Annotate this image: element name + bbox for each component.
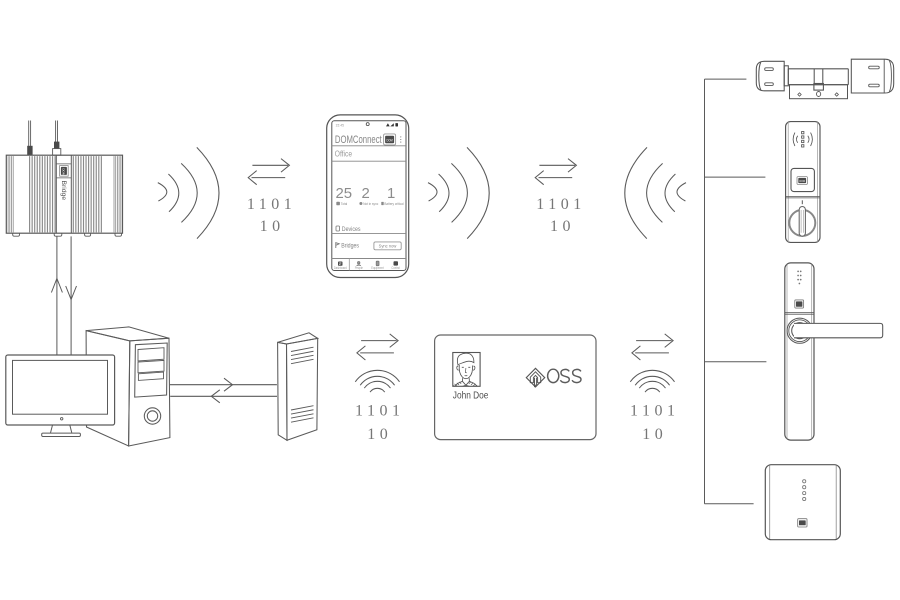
svg-text:People: People (355, 266, 363, 270)
svg-text:1: 1 (387, 186, 395, 202)
svg-text:Office: Office (335, 149, 352, 159)
svg-text:2: 2 (361, 186, 369, 202)
svg-text:15:45: 15:45 (336, 124, 345, 128)
svg-text:Battery critical: Battery critical (384, 202, 403, 206)
svg-text:1101: 1101 (247, 196, 296, 213)
svg-text:10: 10 (550, 218, 575, 235)
svg-text:Dashboard: Dashboard (334, 266, 347, 270)
svg-text:Equipment: Equipment (371, 266, 384, 270)
svg-text:DOM: DOM (800, 179, 805, 183)
svg-text:DOM: DOM (62, 168, 66, 176)
svg-text:Total: Total (341, 202, 348, 206)
svg-text:Bridges: Bridges (341, 243, 359, 249)
svg-text:1101: 1101 (630, 402, 679, 419)
svg-text:Not in sync: Not in sync (363, 202, 378, 206)
svg-text:10: 10 (367, 426, 392, 443)
svg-text:DOMConnect: DOMConnect (335, 134, 382, 145)
svg-text:25: 25 (336, 186, 353, 202)
svg-text:1101: 1101 (355, 402, 404, 419)
svg-text:1101: 1101 (536, 196, 585, 213)
svg-text:Devices: Devices (342, 226, 361, 232)
svg-text:Bridge: Bridge (60, 181, 67, 201)
svg-text:John Doe: John Doe (453, 390, 489, 401)
svg-text:DOM: DOM (387, 138, 394, 142)
svg-text:10: 10 (260, 218, 285, 235)
svg-text:Sync now: Sync now (379, 243, 397, 248)
svg-text:Control: Control (391, 266, 400, 270)
svg-text:10: 10 (642, 426, 667, 443)
